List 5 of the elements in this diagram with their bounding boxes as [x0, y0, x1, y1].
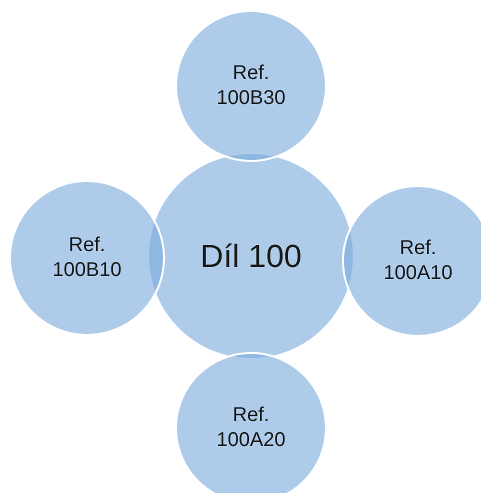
circle-label: Ref. 100A20	[216, 403, 286, 453]
circle-label: Ref. 100B30	[216, 61, 286, 111]
circle-label: Díl 100	[200, 237, 302, 276]
circle-label: Ref. 100A10	[382, 236, 454, 286]
circle-label: Ref. 100B10	[52, 233, 122, 283]
